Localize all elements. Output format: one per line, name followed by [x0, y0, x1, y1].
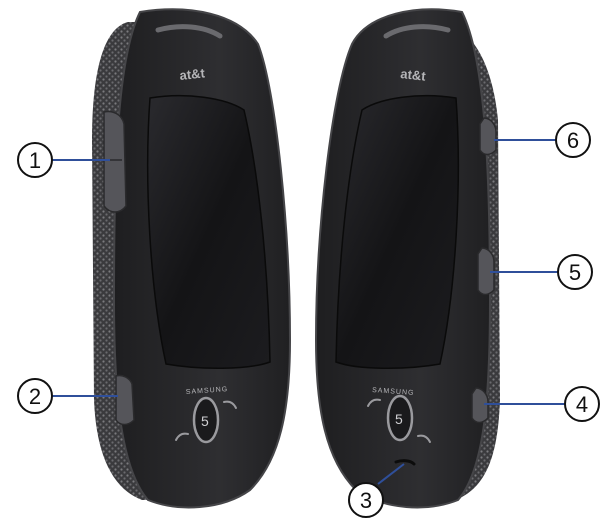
right-phone-earpiece [383, 24, 451, 39]
right-phone-upper-side-key [479, 117, 497, 156]
callout-5-label: 5 [569, 260, 581, 285]
right-phone-end-key-icon [417, 434, 431, 443]
left-phone-nav-key [192, 396, 220, 444]
right-phone-maker-logo: SAMSUNG [372, 387, 415, 397]
callout-4-label: 4 [576, 392, 588, 417]
left-phone-screen [146, 94, 271, 370]
leader-lines [52, 139, 566, 485]
callout-4: 4 [564, 386, 600, 422]
callout-6-label: 6 [567, 128, 579, 153]
left-phone-side-key [115, 374, 135, 426]
right-phone-lower-side-key [471, 387, 489, 424]
callout-1: 1 [17, 142, 53, 178]
right-phone-send-key-icon [367, 398, 381, 407]
right-phone-middle-side-key [477, 247, 495, 296]
callout-6: 6 [555, 122, 591, 158]
right-phone-brand-logo: at&t [400, 66, 427, 84]
left-phone-maker-logo: SAMSUNG [186, 386, 229, 396]
callout-3-label: 3 [360, 488, 372, 513]
left-phone-send-key-icon [175, 432, 189, 441]
right-phone-nav-key-glyph: 5 [395, 411, 403, 427]
left-phone-volume-key [103, 110, 127, 213]
callout-3: 3 [348, 482, 384, 518]
callout-2-label: 2 [29, 384, 41, 409]
callout-2: 2 [17, 378, 53, 414]
callout-1-label: 1 [29, 148, 41, 173]
callout-5: 5 [557, 254, 593, 290]
left-phone-brand-logo: at&t [179, 65, 206, 83]
left-phone-earpiece [155, 24, 223, 39]
left-phone-end-key-icon [223, 400, 237, 409]
right-phone-bottom-port [394, 459, 416, 466]
right-phone-screen [335, 94, 460, 370]
right-phone: at&t SAMSUNG 5 [314, 8, 500, 509]
right-phone-nav-key [386, 394, 414, 442]
left-phone-nav-key-glyph: 5 [201, 413, 209, 429]
left-phone: at&t SAMSUNG 5 [92, 8, 292, 509]
leader-line-3 [377, 463, 405, 485]
